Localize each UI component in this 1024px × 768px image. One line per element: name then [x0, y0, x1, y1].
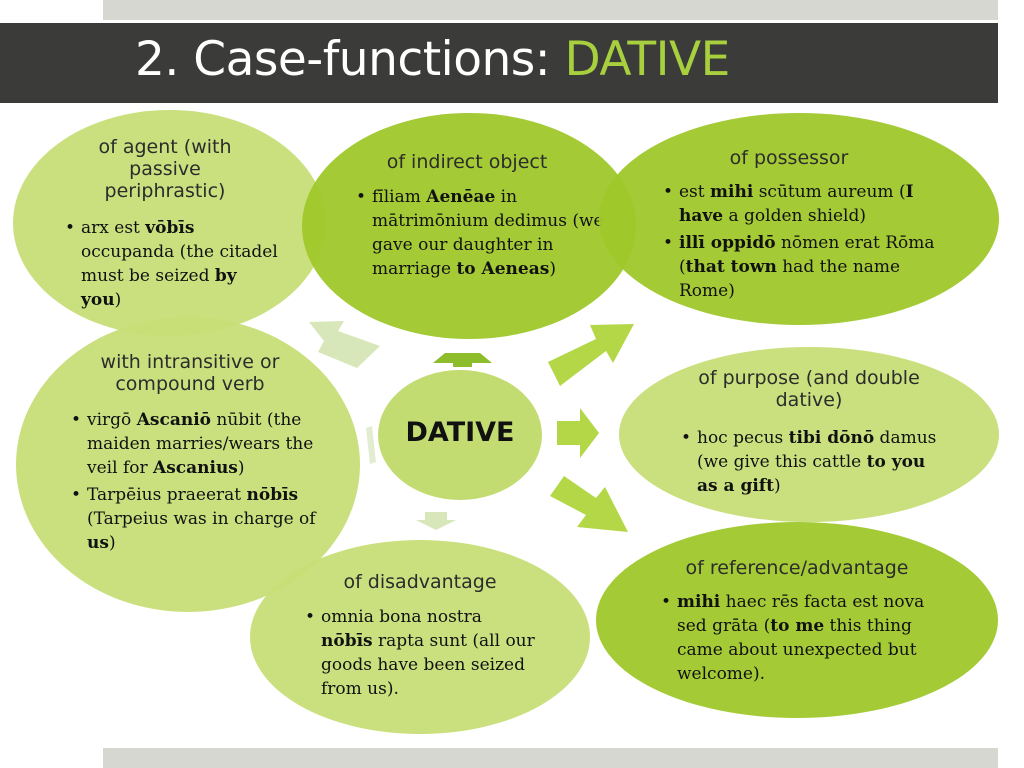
bold-text-run: to Aeneas — [456, 259, 550, 279]
text-run: scūtum aureum ( — [753, 182, 906, 202]
list-item: virgō Ascaniō nūbit (the maiden marries/… — [71, 408, 322, 480]
bold-text-run: Ascaniō — [136, 410, 211, 430]
bold-text-run: vōbīs — [145, 218, 195, 238]
text-run: occupanda (the citadel must be seized — [81, 242, 278, 286]
center-node: DATIVE — [378, 370, 542, 500]
indirect-object-items: fīliam Aenēae in mātrimōnium dedimus (we… — [352, 185, 608, 284]
purpose-heading: of purpose (and double dative) — [698, 367, 920, 411]
bold-text-run: mihi — [677, 592, 721, 612]
bottom-decor-band — [103, 748, 998, 768]
title-main: 2. Case-functions: — [135, 32, 565, 87]
intransitive-items: virgō Ascaniō nūbit (the maiden marries/… — [67, 408, 322, 558]
list-item: arx est vōbīs occupanda (the citadel mus… — [65, 216, 281, 312]
bold-text-run: to me — [770, 616, 825, 636]
list-item: Tarpēius praeerat nōbīs (Tarpeius was in… — [71, 483, 322, 555]
reference-bubble: of reference/advantage mihi haec rēs fac… — [596, 522, 998, 718]
text-run: this thing came about unexpected but wel… — [677, 616, 917, 684]
agent-heading: of agent (with passive periphrastic) — [98, 136, 232, 202]
intransitive-heading: with intransitive or compound verb — [100, 351, 280, 395]
disadvantage-bubble: of disadvantage omnia bona nostra nōbīs … — [250, 540, 590, 734]
disadvantage-items: omnia bona nostra nōbīs rapta sunt (all … — [301, 605, 536, 704]
arrow-to-agent — [309, 321, 380, 368]
purpose-bubble: of purpose (and double dative) hoc pecus… — [619, 347, 999, 522]
list-item: mihi haec rēs facta est nova sed grāta (… — [661, 590, 957, 686]
title-bar — [0, 23, 998, 103]
top-decor-band — [103, 0, 998, 20]
text-run: rapta sunt (all our goods have been seiz… — [321, 631, 535, 699]
bold-text-run: by you — [81, 266, 237, 310]
list-item: illī oppidō nōmen erat Rōma (that town h… — [663, 231, 955, 303]
agent-bubble: of agent (with passive periphrastic) arx… — [13, 110, 326, 336]
indirect-object-bubble: of indirect object fīliam Aenēae in mātr… — [302, 113, 636, 339]
possessor-heading: of possessor — [729, 147, 849, 169]
bold-text-run: nōbīs — [321, 631, 373, 651]
text-run: (Tarpeius was in charge of — [87, 509, 316, 529]
center-label: DATIVE — [405, 417, 515, 448]
text-run: ) — [549, 259, 556, 279]
text-run: a golden shield) — [723, 206, 866, 226]
possessor-bubble: of possessor est mihi scūtum aureum (I h… — [599, 113, 999, 325]
title-accent: DATIVE — [564, 32, 731, 87]
bold-text-run: Ascanius — [153, 458, 238, 478]
text-run: ) — [114, 290, 122, 310]
reference-heading: of reference/advantage — [685, 557, 909, 579]
text-run: virgō — [87, 410, 137, 430]
possessor-items: est mihi scūtum aureum (I have a golden … — [659, 180, 955, 306]
text-run: hoc pecus — [697, 428, 789, 448]
text-run: damus (we give this cattle — [697, 428, 937, 472]
text-run: had the name Rome) — [679, 257, 901, 301]
list-item: omnia bona nostra nōbīs rapta sunt (all … — [305, 605, 536, 701]
text-run: ) — [237, 458, 245, 478]
arrow-to-intransitive — [366, 426, 376, 464]
arrow-to-possessor — [548, 324, 634, 386]
list-item: hoc pecus tibi dōnō damus (we give this … — [681, 426, 937, 498]
arrow-to-reference — [550, 476, 628, 532]
agent-items: arx est vōbīs occupanda (the citadel mus… — [61, 216, 281, 315]
bold-text-run: nōbīs — [246, 485, 299, 505]
bold-text-run: that town — [685, 257, 777, 277]
text-run: ) — [108, 533, 116, 553]
text-run: nūbit (the maiden marries/wears the veil… — [87, 410, 314, 478]
bold-text-run: us — [87, 533, 109, 553]
text-run: est — [679, 182, 711, 202]
purpose-items: hoc pecus tibi dōnō damus (we give this … — [677, 426, 937, 501]
disadvantage-heading: of disadvantage — [343, 571, 497, 593]
arrow-to-purpose — [557, 408, 599, 458]
text-run: ) — [773, 476, 781, 496]
bold-text-run: I have — [679, 182, 914, 226]
bold-text-run: tibi dōnō — [788, 428, 875, 448]
text-run: arx est — [81, 218, 146, 238]
arrow-to-disadvantage — [416, 512, 456, 530]
list-item: fīliam Aenēae in mātrimōnium dedimus (we… — [356, 185, 608, 281]
arrow-to-indirect — [433, 353, 492, 367]
text-run: fīliam — [372, 187, 427, 207]
list-item: est mihi scūtum aureum (I have a golden … — [663, 180, 955, 228]
bold-text-run: illī oppidō — [679, 233, 776, 253]
bold-text-run: to you as a gift — [697, 452, 926, 496]
reference-items: mihi haec rēs facta est nova sed grāta (… — [657, 590, 957, 689]
bold-text-run: Aenēae — [426, 187, 496, 207]
text-run: omnia bona nostra — [321, 607, 482, 627]
text-run: haec rēs facta est nova sed grāta ( — [677, 592, 925, 636]
text-run: nōmen erat Rōma ( — [679, 233, 935, 277]
intransitive-bubble: with intransitive or compound verb virgō… — [16, 317, 360, 612]
indirect-object-heading: of indirect object — [386, 151, 548, 173]
text-run: Tarpēius praeerat — [87, 485, 247, 505]
bold-text-run: mihi — [710, 182, 754, 202]
slide-title: 2. Case-functions: DATIVE — [135, 32, 730, 87]
text-run: in mātrimōnium dedimus (we gave our daug… — [372, 187, 604, 279]
